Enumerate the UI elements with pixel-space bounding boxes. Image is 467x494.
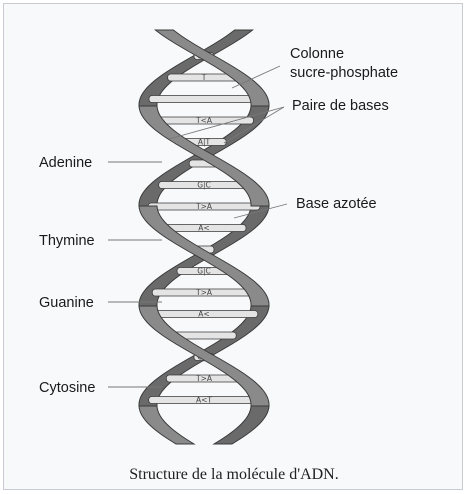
base-pair-text: G|C <box>197 267 211 276</box>
cytosine-label: Cytosine <box>39 380 95 396</box>
rung-13: A< <box>150 310 258 319</box>
rung-3 <box>149 96 259 103</box>
base-pair-label: Paire de bases <box>292 98 389 114</box>
backbone-label-line1: Colonne <box>290 46 344 62</box>
rung-12: T>A <box>152 288 255 297</box>
base-pair-text: T>A <box>195 288 213 297</box>
figure-caption: Structure de la molécule d'ADN. <box>4 466 464 484</box>
thymine-label: Thymine <box>39 233 95 249</box>
base-pair-text: A< <box>198 224 209 233</box>
base-pair-text: T<A <box>195 116 213 125</box>
dna-diagram: G|CTT<AA|TG|CT>AA<G|CT>AA<C|GT>AA<T Colo… <box>12 12 456 462</box>
rung-7: G|C <box>159 181 250 190</box>
backbone-label-line2: sucre-phosphate <box>290 65 398 81</box>
base-pair-bar <box>149 96 259 103</box>
base-pair-text: G|C <box>197 181 211 190</box>
nitrogen-base-label: Base azotée <box>296 196 377 212</box>
rung-4: T<A <box>155 116 254 125</box>
base-pair-text: T>A <box>195 202 213 211</box>
base-pair-text: A<T <box>196 396 212 405</box>
base-pair-text: A|T <box>198 138 211 147</box>
base-pair-text: A< <box>198 310 209 319</box>
rung-8: T>A <box>148 202 260 211</box>
figure-frame: G|CTT<AA|TG|CT>AA<G|CT>AA<C|GT>AA<T Colo… <box>3 3 463 490</box>
adenine-label: Adenine <box>39 155 92 171</box>
strand-b-segment <box>214 406 269 444</box>
base-pair-text: T>A <box>195 374 213 383</box>
guanine-label: Guanine <box>39 295 94 311</box>
base-pair-text: T <box>201 73 207 82</box>
strand-a-segment <box>139 406 194 444</box>
rung-17: A<T <box>149 396 260 405</box>
